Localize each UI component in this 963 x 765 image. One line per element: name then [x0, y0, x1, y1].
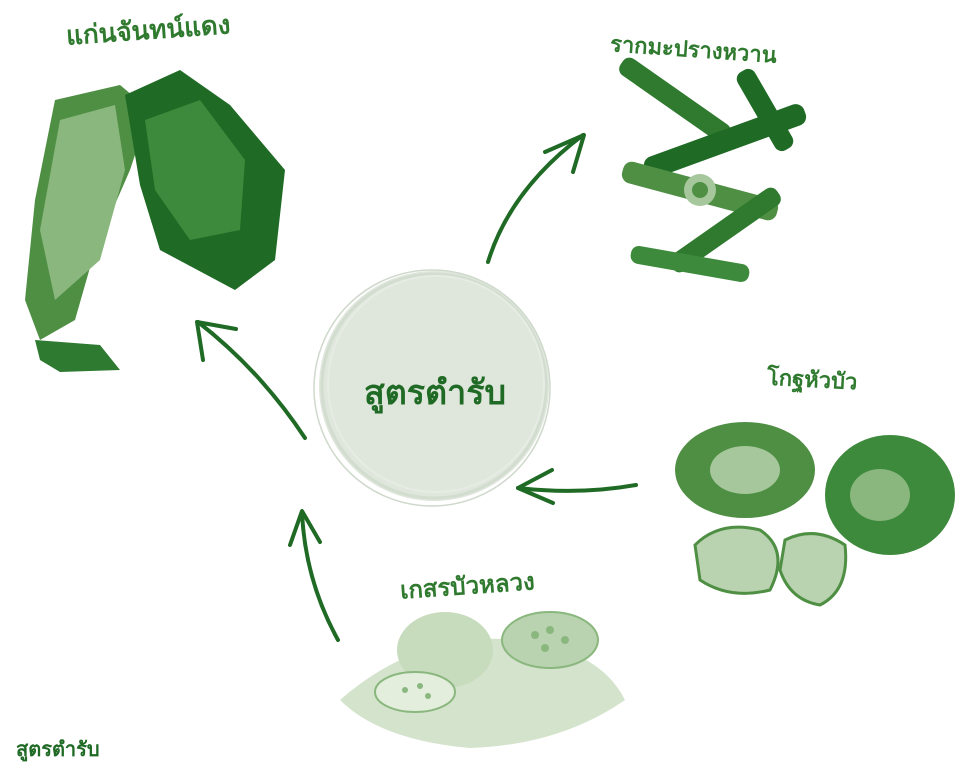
- footer-text: สูตรตำรับ: [16, 733, 100, 765]
- plum-root-image: [616, 55, 809, 284]
- red-sandalwood-image: [25, 70, 285, 372]
- arrow-to-red-sandalwood: [197, 322, 305, 438]
- arrow-from-lotus: [290, 511, 338, 640]
- arrow-from-lovage: [518, 470, 636, 503]
- lovage-image: [675, 422, 955, 605]
- lotus-image: [340, 612, 625, 748]
- ingredient-label-lovage: โกฐหัวบัว: [766, 360, 858, 400]
- center-title: สูตรตำรับ: [325, 365, 545, 419]
- arrow-to-plum-root: [488, 135, 584, 262]
